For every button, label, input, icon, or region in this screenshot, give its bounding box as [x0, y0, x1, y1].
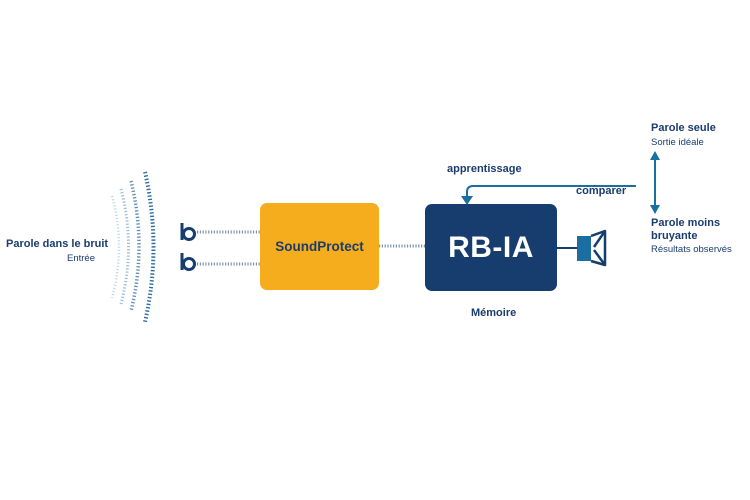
learning-label: apprentissage: [447, 163, 522, 175]
input-subtitle: Entrée: [67, 253, 95, 264]
compare-label: comparer: [576, 185, 627, 197]
sound-wave-arc-2: [119, 188, 130, 305]
memory-label: Mémoire: [471, 307, 517, 319]
learning-feedback-arrow: [461, 185, 636, 205]
observed-title-line2: bruyante: [651, 230, 698, 242]
target-subtitle: Sortie idéale: [651, 137, 704, 148]
target-title: Parole seule: [651, 122, 716, 134]
microphone-icon: [180, 223, 196, 271]
sound-wave-icon: [110, 171, 156, 323]
soundprotect-box: SoundProtect: [260, 203, 379, 290]
sound-wave-arc-4: [143, 171, 156, 323]
rbia-label: RB-IA: [448, 230, 534, 264]
soundprotect-label: SoundProtect: [275, 239, 364, 254]
sound-wave-arc-3: [129, 180, 141, 312]
rbia-box: RB-IA: [425, 204, 557, 291]
double-arrow-icon: [650, 151, 660, 214]
speaker-icon: [557, 229, 607, 267]
observed-title-line1: Parole moins: [651, 217, 721, 229]
input-title: Parole dans le bruit: [6, 238, 109, 250]
sound-wave-arc-1: [110, 195, 121, 299]
observed-subtitle: Résultats observés: [651, 244, 732, 255]
